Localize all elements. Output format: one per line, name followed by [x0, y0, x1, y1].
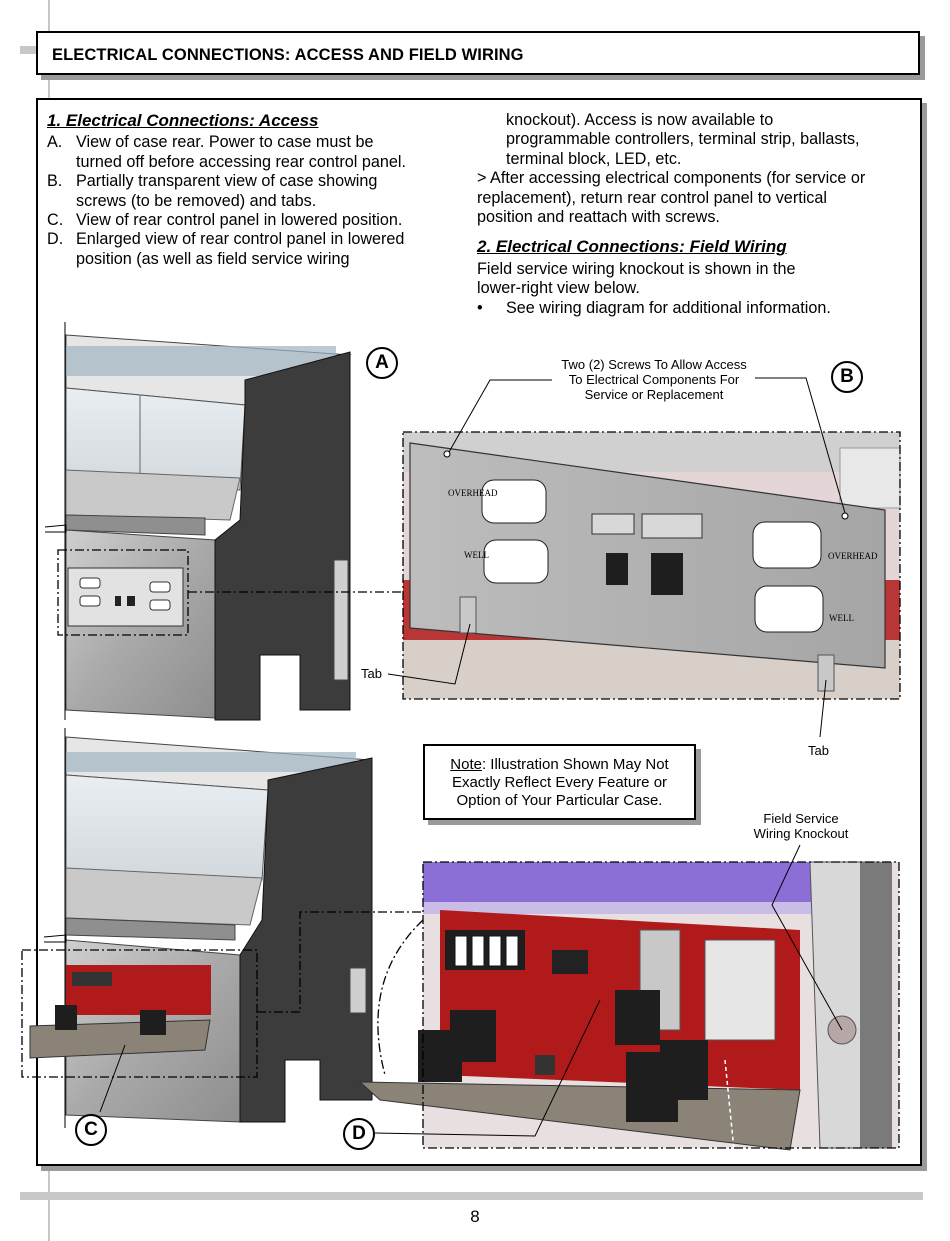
view-a-case-rear [44, 322, 405, 721]
continued-line: knockout). Access is now available to [506, 111, 774, 129]
paragraph-line: replacement), return rear control panel … [477, 188, 827, 207]
view-label-a: A [366, 347, 398, 379]
list-item-d: D. Enlarged view of rear control panel i… [47, 230, 467, 269]
paragraph-line: position and reattach with screws. [477, 208, 720, 227]
continued-line: terminal block, LED, etc. [506, 149, 682, 168]
list-item-line: View of case rear. Power to case must be [76, 133, 374, 152]
note-line: Option of Your Particular Case. [456, 792, 663, 809]
view-d-enlarged-panel [358, 844, 900, 1161]
note-prefix: Note [450, 756, 482, 773]
note-line: Exactly Reflect Every Feature or [451, 774, 668, 791]
callout-line: Wiring Knockout [753, 826, 849, 841]
section-header-title: ELECTRICAL CONNECTIONS: ACCESS AND FIELD… [52, 46, 524, 64]
callout-line: Service or Replacement [584, 387, 724, 402]
paragraph-line: lower-right view below. [477, 279, 640, 298]
paragraph-line: > After accessing electrical components … [477, 169, 866, 188]
panel-label-overhead-left: OVERHEAD [448, 488, 498, 498]
view-b-panel-closeup [387, 377, 901, 738]
list-item-d-continued: knockout). Access is now available to pr… [477, 111, 917, 169]
list-item-line: position (as well as field service wirin… [76, 249, 350, 268]
panel-label-well-right: WELL [829, 613, 854, 623]
after-access-paragraph: > After accessing electrical components … [477, 169, 917, 227]
list-item-line: screws (to be removed) and tabs. [76, 191, 317, 210]
note-line: : Illustration Shown May Not [481, 756, 669, 773]
list-item-line: View of rear control panel in lowered po… [76, 211, 403, 230]
screws-callout: Two (2) Screws To Allow Access To Electr… [552, 357, 756, 402]
section2-bullet: • See wiring diagram for additional info… [477, 299, 917, 318]
view-label-b: B [831, 361, 863, 393]
bullet-mark: • [477, 298, 483, 317]
header-side-bar [20, 46, 38, 54]
list-item-key: B. [47, 172, 63, 191]
page-number: 8 [470, 1207, 480, 1226]
paragraph-line: Field service wiring knockout is shown i… [477, 259, 796, 278]
list-item-line: Partially transparent view of case showi… [76, 172, 378, 191]
tab-callout-left: Tab [361, 666, 382, 681]
callout-line: Two (2) Screws To Allow Access [561, 357, 747, 372]
section1-continued-column: knockout). Access is now available to pr… [477, 111, 917, 318]
list-item-a: A. View of case rear. Power to case must… [47, 133, 467, 172]
view-label-d: D [343, 1118, 375, 1150]
continued-line: programmable controllers, terminal strip… [506, 130, 860, 149]
list-item-key: A. [47, 133, 63, 152]
tab-callout-right: Tab [808, 743, 829, 758]
knockout-callout: Field Service Wiring Knockout [745, 811, 857, 841]
bullet-text: See wiring diagram for additional inform… [506, 298, 831, 317]
panel-label-overhead-right: OVERHEAD [828, 551, 878, 561]
panel-label-well-left: WELL [464, 550, 489, 560]
list-item-key: C. [47, 211, 64, 230]
list-item-b: B. Partially transparent view of case sh… [47, 172, 467, 211]
list-item-line: Enlarged view of rear control panel in l… [76, 230, 405, 249]
list-item-line: turned off before accessing rear control… [76, 152, 406, 171]
view-label-c: C [75, 1114, 107, 1146]
callout-line: To Electrical Components For [568, 372, 740, 387]
view-c-lowered-panel [21, 728, 423, 1128]
section2-heading: 2. Electrical Connections: Field Wiring [477, 237, 787, 257]
section2-paragraph: Field service wiring knockout is shown i… [477, 260, 917, 299]
section1-heading: 1. Electrical Connections: Access [47, 111, 319, 130]
list-item-key: D. [47, 230, 64, 249]
list-item-c: C. View of rear control panel in lowered… [47, 211, 467, 230]
footer-bar [20, 1192, 923, 1200]
callout-line: Field Service [763, 811, 839, 826]
section-header-box: ELECTRICAL CONNECTIONS: ACCESS AND FIELD… [36, 31, 920, 75]
section1-column: 1. Electrical Connections: Access A. Vie… [47, 111, 467, 269]
illustration-note: Note: Illustration Shown May Not Exactly… [423, 744, 696, 820]
